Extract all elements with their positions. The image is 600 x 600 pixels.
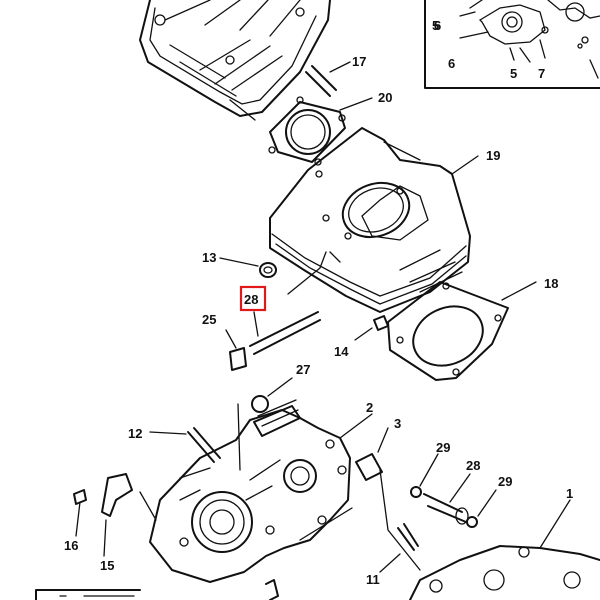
label-15: 15: [100, 558, 114, 573]
nut-13: [219, 257, 277, 278]
stud-bolt-17: [305, 61, 351, 97]
label-14: 14: [334, 344, 349, 359]
highlight-box-28: [239, 285, 267, 312]
bushing-3: [355, 427, 389, 481]
label-12: 12: [128, 426, 142, 441]
leader-lines-crankcase: [237, 403, 421, 571]
shaft-28: [423, 473, 471, 525]
label-2: 2: [366, 400, 373, 415]
label-27: 27: [296, 362, 310, 377]
label-5-left: 5: [432, 18, 439, 33]
cylinder-head-cover: [139, 0, 331, 121]
label-6-inset: 6: [448, 56, 455, 71]
label-5-right: 5: [510, 66, 517, 81]
label-11: 11: [366, 572, 380, 587]
label-29-bottom: 29: [498, 474, 512, 489]
label-3: 3: [394, 416, 401, 431]
bolt-bottom: [265, 579, 279, 600]
base-gasket-18: [387, 281, 537, 381]
label-19: 19: [486, 148, 500, 163]
label-28-bottom: 28: [466, 458, 480, 473]
label-13: 13: [202, 250, 216, 265]
label-16: 16: [64, 538, 78, 553]
bolt-16: [73, 489, 87, 537]
label-1: 1: [566, 486, 573, 501]
crankcase-2: [149, 399, 373, 583]
label-20: 20: [378, 90, 392, 105]
label-7: 7: [538, 66, 545, 81]
bottom-banner: [35, 589, 141, 600]
label-17: 17: [352, 54, 366, 69]
oil-seal-29-top: [410, 453, 439, 498]
bushing-27: [251, 377, 293, 413]
label-18: 18: [544, 276, 558, 291]
label-25: 25: [202, 312, 216, 327]
detail-inset: [424, 0, 600, 89]
oil-seal-29-bottom: [466, 489, 497, 528]
stud-bolt-12: [149, 427, 221, 463]
label-6: 6: [434, 18, 441, 33]
leader-28-top: [287, 251, 341, 295]
pin-11: [379, 523, 419, 573]
label-28-highlighted: 28: [244, 292, 258, 307]
stud-bolt-25: [225, 311, 321, 371]
crankcase-1: [409, 499, 600, 600]
head-gasket-20: [268, 96, 373, 166]
bracket-15: [101, 473, 157, 557]
label-29-top: 29: [436, 440, 450, 455]
dowel-pin-14: [354, 315, 389, 341]
